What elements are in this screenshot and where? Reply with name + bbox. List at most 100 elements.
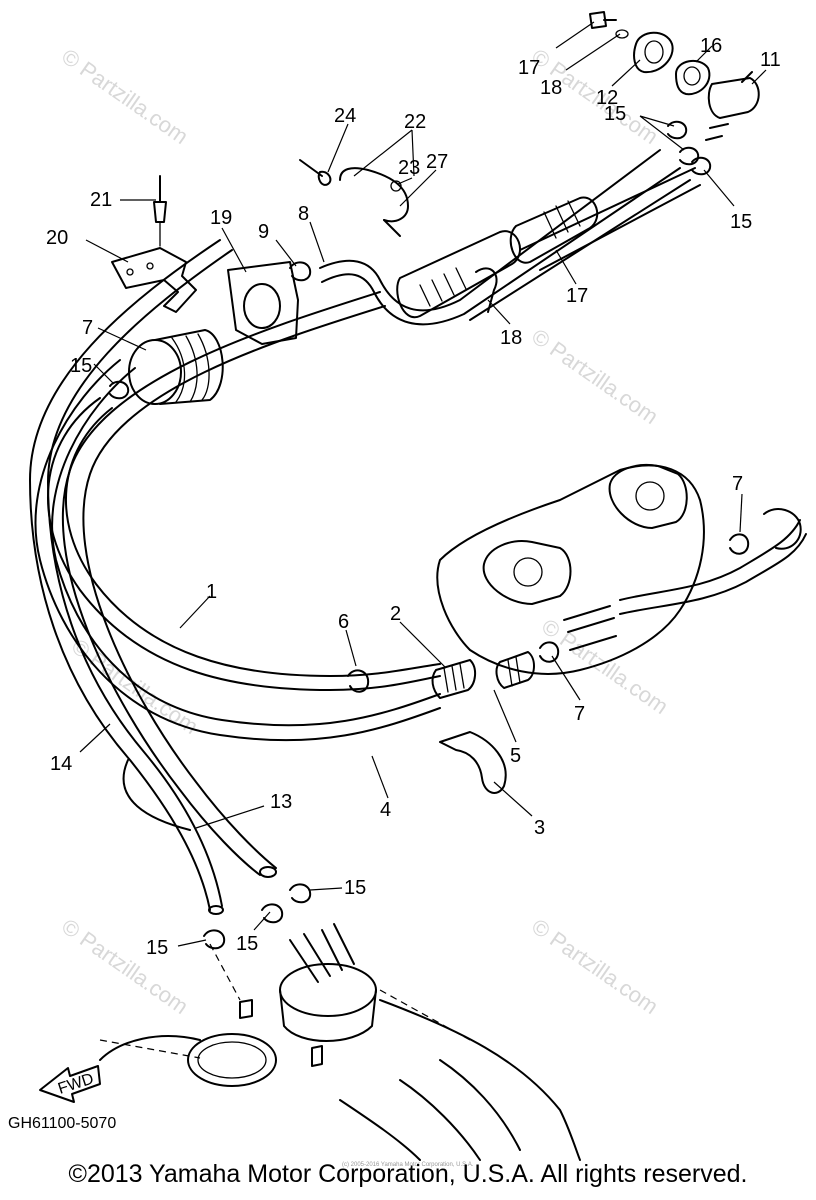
corrugated-fittings xyxy=(431,651,535,699)
tank-ribs xyxy=(339,1059,521,1161)
callout-4: 4 xyxy=(380,799,391,821)
leader-2 xyxy=(399,621,447,669)
leader-5 xyxy=(493,689,517,743)
vent-joint-assembly xyxy=(589,11,760,141)
callout-22: 20 xyxy=(46,227,68,249)
sender-nipple-left xyxy=(289,933,331,983)
callout-25: 23 xyxy=(398,157,420,179)
manifold-nipple-b xyxy=(569,635,617,651)
callout-5: 5 xyxy=(510,745,521,767)
forward-direction-arrow: FWD xyxy=(39,1065,101,1103)
band-24 xyxy=(339,167,409,223)
carburetor-manifold xyxy=(436,464,807,675)
fuel-sender-body xyxy=(279,989,377,1042)
washer-18 xyxy=(615,29,629,39)
callout-23: 21 xyxy=(90,189,112,211)
leader-8 xyxy=(97,327,147,351)
watermark-mid-right: © Partzilla.com xyxy=(527,324,663,430)
cap-12-inner xyxy=(644,40,664,64)
callout-15-lower-c: 15 xyxy=(146,937,168,959)
fuel-filter-8-face xyxy=(128,339,182,405)
callout-numbers: 17 18 12 16 11 15 15 24 22 23 27 21 20 1… xyxy=(46,35,781,959)
manifold-body xyxy=(436,464,705,675)
callout-19: 17 xyxy=(566,285,588,307)
leader-7-lower xyxy=(551,655,581,701)
flange-left xyxy=(482,540,572,605)
hose-9 xyxy=(319,149,661,312)
hose-1-outer xyxy=(46,397,441,691)
leader-19 xyxy=(555,249,577,285)
tank-opening-inner xyxy=(197,1041,267,1079)
tank-opening xyxy=(187,1033,277,1087)
fuel-tank-assembly xyxy=(99,923,581,1161)
filter-holder-21 xyxy=(227,261,299,345)
hose-upper-d xyxy=(539,184,701,271)
leader-14 xyxy=(79,723,111,753)
leader-20 xyxy=(487,299,511,325)
leader-11 xyxy=(751,69,767,85)
sleeve-20-hatch xyxy=(419,267,467,307)
leader-15-right xyxy=(703,169,735,207)
hose-13-end xyxy=(259,866,277,878)
fitting-2 xyxy=(431,659,476,699)
leader-22 xyxy=(85,239,129,263)
fwd-arrow-icon xyxy=(39,1065,101,1103)
leader-6 xyxy=(345,629,357,667)
leader-12 xyxy=(611,59,641,87)
bracket-22 xyxy=(111,247,197,313)
joint-11-nipples xyxy=(705,71,753,141)
callout-18: 18 xyxy=(540,77,562,99)
callout-11: 11 xyxy=(760,49,781,71)
fuel-hoses xyxy=(29,149,701,915)
hose-14-outer xyxy=(29,239,221,911)
callout-14: 14 xyxy=(50,753,72,775)
clamp-20 xyxy=(475,267,498,313)
callout-1: 1 xyxy=(206,581,217,603)
clip-15-upper-a xyxy=(667,120,688,140)
watermark-top-left: © Partzilla.com xyxy=(57,44,193,150)
callout-15-top: 15 xyxy=(604,103,626,125)
leader-17 xyxy=(555,21,595,49)
leader-7-upper xyxy=(739,493,743,533)
leader-1 xyxy=(179,595,211,629)
leader-15-lower-a xyxy=(309,887,343,891)
callout-12: 12 xyxy=(596,87,618,109)
callout-8: 7 xyxy=(82,317,93,339)
leader-3 xyxy=(493,781,533,817)
callout-26: 24 xyxy=(334,105,356,127)
callout-21: 19 xyxy=(210,207,232,229)
leader-13 xyxy=(195,805,265,829)
hose-clips xyxy=(109,120,750,950)
ring-16-inner xyxy=(683,66,701,86)
vent-cap-bottom xyxy=(311,1045,323,1067)
leader-15-lower-b xyxy=(253,911,271,931)
sleeve-19-hatch xyxy=(543,200,581,239)
callout-7-upper: 7 xyxy=(732,473,743,495)
fuel-filter-8-body xyxy=(154,329,224,405)
fwd-label: FWD xyxy=(56,1070,96,1097)
callout-15-lower-b: 15 xyxy=(236,933,258,955)
watermark-lower-left: © Partzilla.com xyxy=(57,914,193,1020)
hose-upper-b xyxy=(469,179,691,321)
tank-dashed-lines xyxy=(99,943,471,1059)
clip-15-lower-b xyxy=(261,903,284,924)
cap-12 xyxy=(633,31,674,74)
manifold-hose-right xyxy=(619,519,801,601)
callout-20: 18 xyxy=(500,327,522,349)
bracket-22-hole xyxy=(126,268,134,276)
hose-upper-c xyxy=(519,167,696,251)
protector-sleeves xyxy=(396,196,599,319)
callout-10: 9 xyxy=(258,221,269,243)
band-24-tail xyxy=(383,219,401,237)
callout-27: 27 xyxy=(426,151,448,173)
leader-15-filter xyxy=(93,363,115,385)
clip-15-upper-b xyxy=(679,146,700,166)
elbow-fitting xyxy=(763,508,802,550)
hose-1-inner xyxy=(65,407,441,677)
callout-15-right: 15 xyxy=(730,211,752,233)
drawing-code: GH61100-5070 xyxy=(8,1115,116,1132)
hose-14-end xyxy=(208,905,224,915)
watermark-mid-right-2: © Partzilla.com xyxy=(537,614,673,720)
callout-6: 6 xyxy=(338,611,349,633)
watermark-lower-right: © Partzilla.com xyxy=(527,914,663,1020)
